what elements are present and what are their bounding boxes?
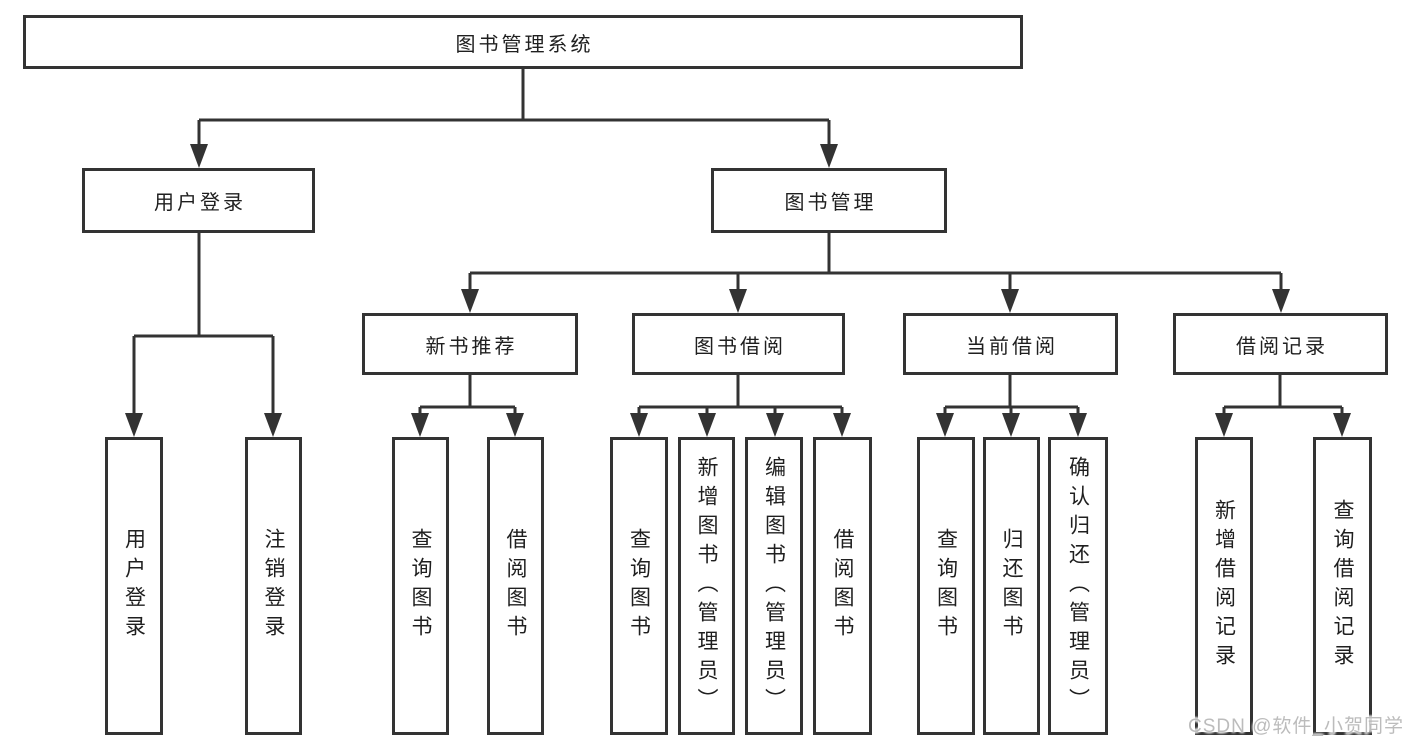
node-label: 新增图书（管理员） (695, 455, 718, 717)
node-library-management-system: 图书管理系统 (23, 15, 1023, 69)
leaf-add-borrow-record: 新增借阅记录 (1195, 437, 1253, 735)
node-user-login: 用户登录 (82, 168, 315, 233)
node-label: 查询借阅记录 (1331, 499, 1354, 673)
node-label: 借阅图书 (504, 528, 527, 644)
node-label: 图书管理系统 (455, 33, 594, 56)
leaf-borrow-books: 借阅图书 (813, 437, 872, 735)
node-current-borrow: 当前借阅 (903, 313, 1118, 375)
node-label: 用户登录 (122, 528, 146, 644)
node-label: 查询图书 (409, 528, 432, 644)
node-label: 归还图书 (1000, 528, 1023, 644)
node-label: 借阅记录 (1236, 335, 1328, 358)
leaf-borrow-books-recommend: 借阅图书 (487, 437, 544, 735)
node-label: 确认归还（管理员） (1066, 455, 1090, 717)
node-label: 注销登录 (262, 528, 285, 644)
leaf-query-books-recommend: 查询图书 (392, 437, 449, 735)
leaf-edit-books-admin: 编辑图书（管理员） (745, 437, 803, 735)
leaf-query-books-borrow: 查询图书 (610, 437, 668, 735)
leaf-query-borrow-record: 查询借阅记录 (1313, 437, 1372, 735)
node-label: 新书推荐 (425, 335, 518, 358)
node-label: 借阅图书 (831, 528, 854, 644)
node-label: 新增借阅记录 (1212, 499, 1236, 673)
node-label: 查询图书 (627, 528, 651, 644)
node-new-book-recommend: 新书推荐 (362, 313, 578, 375)
node-book-management: 图书管理 (711, 168, 947, 233)
leaf-confirm-return-admin: 确认归还（管理员） (1048, 437, 1108, 735)
leaf-add-books-admin: 新增图书（管理员） (678, 437, 735, 735)
leaf-logout: 注销登录 (245, 437, 302, 735)
leaf-query-books-current: 查询图书 (917, 437, 975, 735)
node-label: 当前借阅 (966, 335, 1058, 358)
node-borrow-records: 借阅记录 (1173, 313, 1388, 375)
node-label: 图书借阅 (694, 335, 786, 358)
node-label: 用户登录 (154, 192, 246, 214)
csdn-watermark: CSDN @软件_小贺同学 (1188, 716, 1404, 737)
node-label: 查询图书 (934, 528, 958, 644)
node-label: 编辑图书（管理员） (762, 455, 786, 717)
node-label: 图书管理 (784, 192, 877, 214)
leaf-user-login: 用户登录 (105, 437, 163, 735)
node-book-borrow: 图书借阅 (632, 313, 845, 375)
leaf-return-books: 归还图书 (983, 437, 1040, 735)
